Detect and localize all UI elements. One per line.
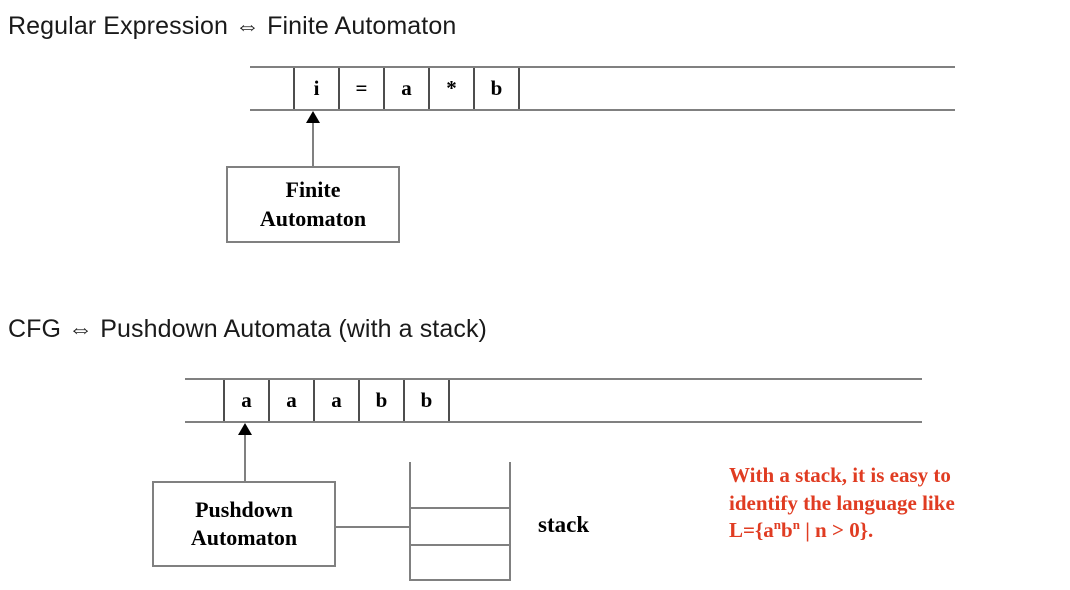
arrow-shaft	[312, 121, 314, 167]
finite-automaton-label-line1: Finite	[285, 177, 341, 203]
tape-cell: i	[295, 68, 340, 109]
note-line3-prefix: L={a	[729, 518, 774, 543]
stack-wall-right	[509, 462, 511, 581]
stack-divider	[409, 507, 511, 509]
note-line-2: identify the language like	[729, 490, 955, 515]
stack-diagram	[409, 462, 511, 581]
tape-cell	[250, 68, 295, 109]
tape-head-arrow-icon	[306, 111, 320, 167]
finite-automaton-label-line2: Automaton	[259, 205, 367, 231]
tape-cell: =	[340, 68, 385, 109]
tape-cell: a	[225, 380, 270, 421]
tape-cell: b	[360, 380, 405, 421]
stack-explanation-note: With a stack, it is easy to identify the…	[729, 462, 1049, 545]
pda-stack-connector-line	[336, 526, 410, 528]
pushdown-automaton-label-line1: Pushdown	[195, 496, 293, 522]
note-line3-mid: b	[781, 518, 793, 543]
tape-cell: a	[315, 380, 360, 421]
input-tape-cfg: a a a b b	[185, 378, 922, 423]
stack-bottom	[409, 579, 511, 581]
tape-cell-empty-tail	[520, 68, 955, 109]
tape-cell: b	[475, 68, 520, 109]
tape-cell: *	[430, 68, 475, 109]
arrow-tip	[306, 111, 320, 123]
section-heading-cfg: CFG ⇔ Pushdown Automata (with a stack)	[8, 315, 487, 343]
tape-cell	[185, 380, 225, 421]
finite-automaton-box: Finite Automaton	[226, 166, 400, 243]
pushdown-automaton-box: Pushdown Automaton	[152, 481, 336, 567]
arrow-tip	[238, 423, 252, 435]
section-heading-regex: Regular Expression ⇔ Finite Automaton	[8, 12, 457, 40]
input-tape-regex: i = a * b	[250, 66, 955, 111]
note-line3-sup2: n	[792, 517, 800, 533]
stack-wall-left	[409, 462, 411, 581]
tape-cell: b	[405, 380, 450, 421]
pushdown-automaton-label-line2: Automaton	[190, 525, 298, 550]
note-line-1: With a stack, it is easy to	[729, 463, 951, 487]
note-line3-sup1: n	[773, 517, 781, 533]
note-line-3: L={anbn | n > 0}.	[729, 517, 1049, 545]
tape-head-arrow-icon	[238, 423, 252, 481]
tape-cell: a	[270, 380, 315, 421]
note-line3-suffix: | n > 0}.	[799, 518, 874, 543]
stack-label: stack	[538, 512, 590, 537]
arrow-shaft	[244, 433, 246, 481]
tape-cell: a	[385, 68, 430, 109]
stack-divider	[409, 544, 511, 546]
tape-cell-empty-tail	[450, 380, 922, 421]
